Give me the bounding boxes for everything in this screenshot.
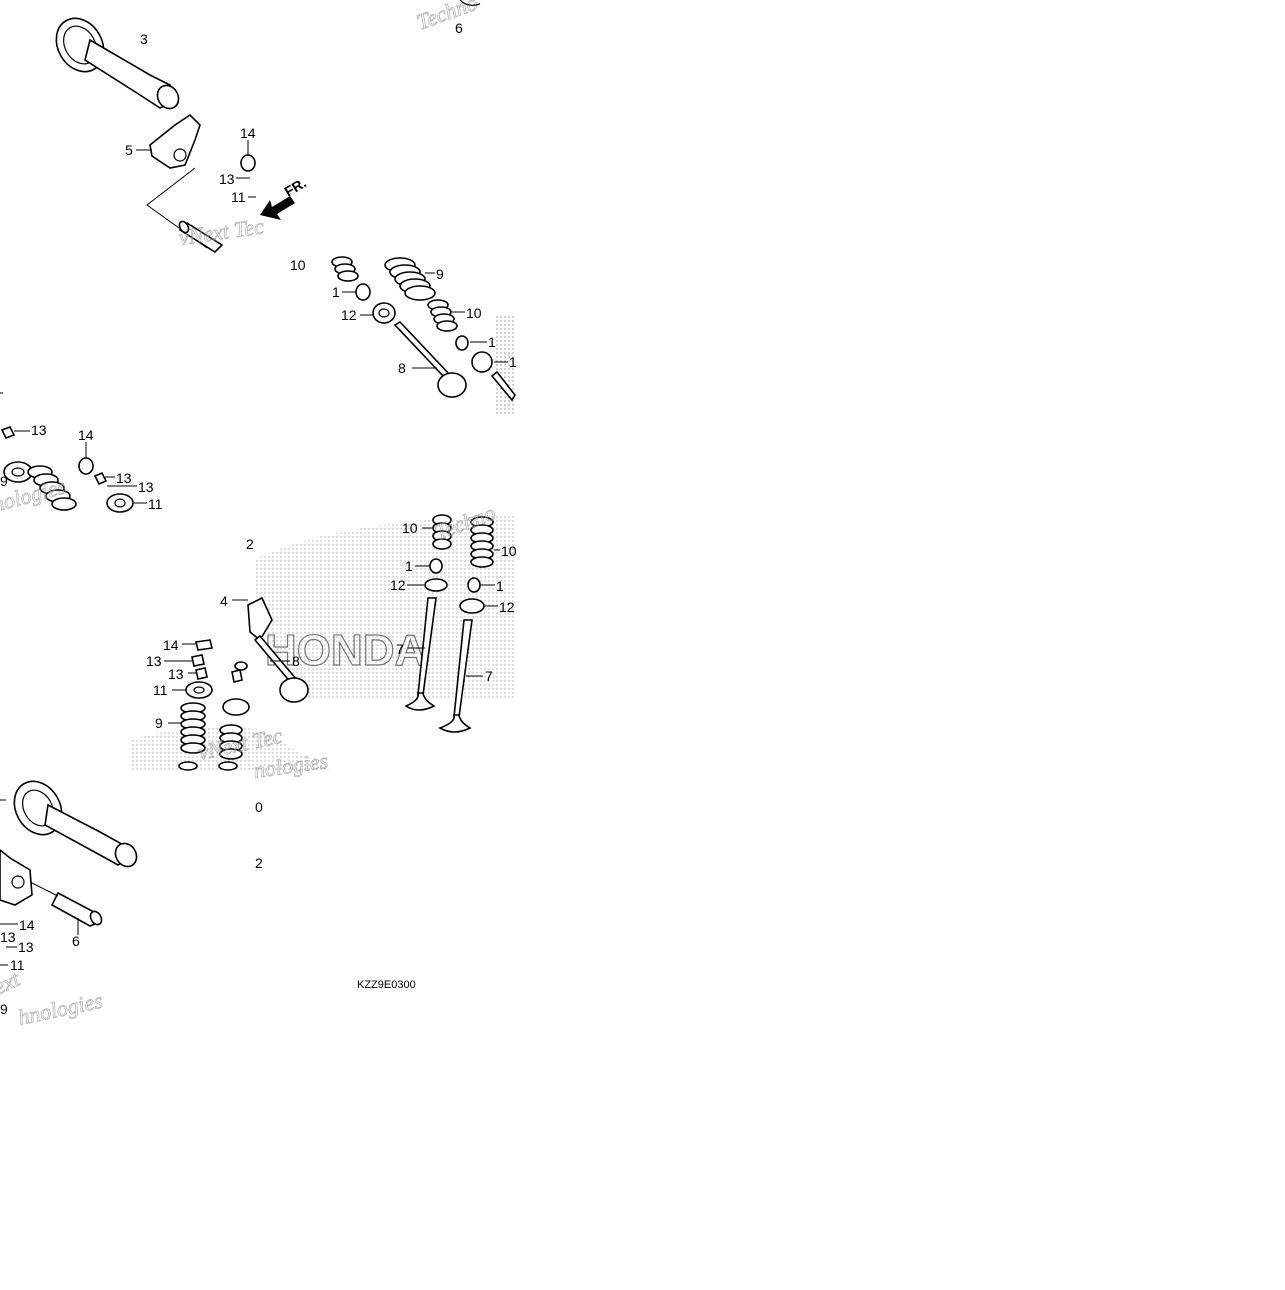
callout-2-bottom: 2 — [255, 855, 263, 871]
valve-seal-upper — [355, 283, 371, 301]
callout-11-mid: 11 — [148, 496, 163, 512]
camshaft-gear — [55, 17, 180, 110]
spring-seat-right-b — [459, 598, 485, 614]
retainer-center — [185, 681, 250, 716]
callout-9-mid-left: 9 — [0, 473, 8, 489]
callout-13-center-a: 13 — [146, 653, 162, 669]
honda-logo-watermark: HONDA — [265, 626, 426, 675]
valve-seal-right-a — [429, 558, 443, 574]
rocker-arm-center — [247, 596, 273, 642]
callout-13-mid-a: 13 — [116, 470, 132, 486]
valve-seal-right-b — [467, 577, 481, 593]
callout-5: 5 — [125, 142, 133, 158]
callout-6-bottom: 6 — [72, 933, 80, 949]
callout-9-upper: 9 — [436, 266, 444, 282]
spring-center — [178, 702, 243, 771]
callout-7-a: 7 — [396, 641, 404, 657]
callout-1-right-b: 1 — [496, 578, 504, 594]
callout-2-center: 2 — [246, 536, 254, 552]
camshaft-gear-bottom — [13, 780, 138, 868]
callout-6-top: 6 — [455, 20, 463, 36]
callout-13-center-b: 13 — [168, 666, 184, 682]
callout-9-center: 9 — [155, 715, 163, 731]
valve-seal-upper-right — [455, 335, 469, 351]
callout-12-right-a: 12 — [390, 577, 406, 593]
diagram-code: KZZ9E0300 — [357, 979, 416, 991]
callout-10-left: 10 — [290, 257, 306, 273]
front-arrow: FR. — [260, 174, 309, 220]
tile-left-middle: 13 14 13 13 11 9 nologies — [0, 392, 163, 517]
callout-1-upper: 1 — [332, 284, 340, 300]
callout-1-upper-right: 1 — [488, 334, 496, 350]
callout-12-right-b: 12 — [499, 599, 515, 615]
valve-center-8 — [253, 634, 309, 703]
callout-13-bottom-a: 13 — [0, 929, 16, 945]
spring-right-a — [432, 514, 452, 550]
callout-14-center: 14 — [163, 637, 179, 653]
tile-upper-valve: 9 10 10 1 12 8 — [290, 256, 517, 415]
spring-right-b — [470, 516, 494, 568]
rocker-arm — [149, 113, 201, 169]
rocker-shaft — [178, 220, 224, 254]
callout-10-upper: 10 — [466, 305, 482, 321]
valve-7-b — [438, 619, 473, 733]
callout-8-center: 8 — [292, 653, 300, 669]
valve-7-a — [404, 597, 437, 711]
cotter-center-14 — [195, 639, 213, 651]
tile-bottom-left: 0 2 6 14 13 13 11 9 ext hnologies KZZ9E — [0, 780, 416, 1030]
callout-4-center: 4 — [220, 593, 228, 609]
callout-14-top: 14 — [240, 125, 256, 141]
tile-center: HONDA 2 4 2 8 14 13 13 11 — [130, 499, 517, 783]
valve-upper — [393, 320, 467, 398]
callout-11-bottom: 11 — [10, 957, 25, 973]
valve-spring-outer — [384, 257, 436, 301]
cotter-mid-14 — [78, 457, 94, 475]
spring-seat-right-a — [424, 578, 448, 592]
retainer-mid — [106, 493, 134, 513]
callout-10-right-b: 10 — [501, 543, 517, 559]
callout-11-center: 11 — [153, 682, 168, 698]
callout-0-bottom: 0 — [255, 799, 263, 815]
callout-14-mid: 14 — [78, 427, 94, 443]
front-arrow-label: FR. — [282, 174, 310, 199]
valve-spring-inner — [427, 299, 458, 332]
callout-7-b: 7 — [485, 668, 493, 684]
spring-left-partial — [331, 256, 359, 282]
callout-3: 3 — [140, 31, 148, 47]
callout-13-top: 13 — [219, 171, 235, 187]
spring-left-mid — [27, 465, 77, 511]
callout-11-top: 11 — [231, 189, 246, 205]
callout-13-mid-left: 13 — [31, 422, 47, 438]
callout-14-bottom: 14 — [19, 917, 35, 933]
tile-top-camshaft: 3 5 14 13 11 FR. vNext Tec Techno 6 — [55, 0, 481, 254]
callout-9-bottom: 9 — [0, 1001, 8, 1017]
callout-1-edge: 1 — [509, 354, 517, 370]
rocker-shaft-bottom — [50, 891, 103, 927]
watermark-bottom-nologies: hnologies — [16, 988, 105, 1030]
spring-seat-upper — [372, 302, 396, 324]
callout-8-upper: 8 — [398, 360, 406, 376]
callout-1-right-a: 1 — [405, 558, 413, 574]
valve-cotter-top — [240, 154, 256, 172]
callout-10-right-a: 10 — [402, 520, 418, 536]
spring-seat-upper-right — [471, 351, 493, 373]
callout-13-mid-b: 13 — [138, 479, 154, 495]
callout-12-upper: 12 — [341, 307, 357, 323]
rocker-arm-bottom — [0, 848, 33, 906]
cotter-left-middle — [0, 425, 16, 440]
callout-13-bottom-b: 13 — [18, 939, 34, 955]
